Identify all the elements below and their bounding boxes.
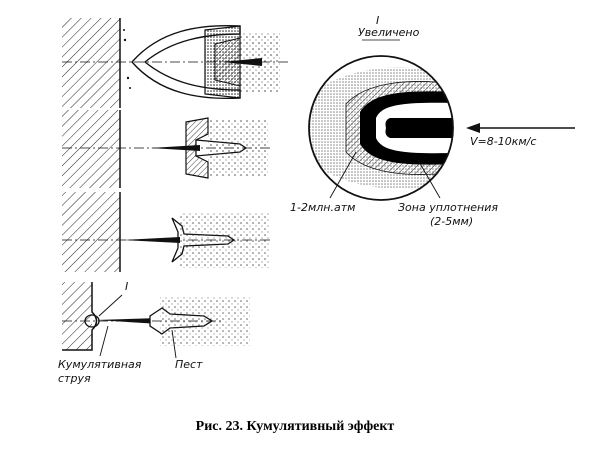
- figure-caption: Рис. 23. Кумулятивный эффект: [196, 419, 395, 434]
- jet-label-line1: Кумулятивная: [58, 358, 142, 371]
- velocity-label: V=8-10км/с: [470, 135, 536, 148]
- stage-4: [62, 282, 250, 359]
- inset-roman-label: I: [376, 14, 379, 27]
- target-wall-2: [62, 110, 120, 188]
- zone-size-label: (2-5мм): [430, 215, 473, 228]
- magnified-inset: [308, 39, 575, 201]
- stage-3: [62, 192, 272, 272]
- stage-2: [62, 110, 270, 188]
- jet-label-line2: струя: [58, 372, 91, 385]
- target-wall-3: [62, 192, 120, 272]
- inset-title-label: Увеличено: [358, 26, 420, 39]
- roman-mark-label: I: [125, 280, 128, 293]
- pestle-label: Пест: [175, 358, 203, 371]
- stage-1: [62, 18, 290, 108]
- pressure-label: 1-2млн.атм: [290, 201, 355, 214]
- target-wall-1: [62, 18, 120, 108]
- liner-cone: [131, 24, 241, 100]
- zone-label: Зона уплотнения: [398, 201, 498, 214]
